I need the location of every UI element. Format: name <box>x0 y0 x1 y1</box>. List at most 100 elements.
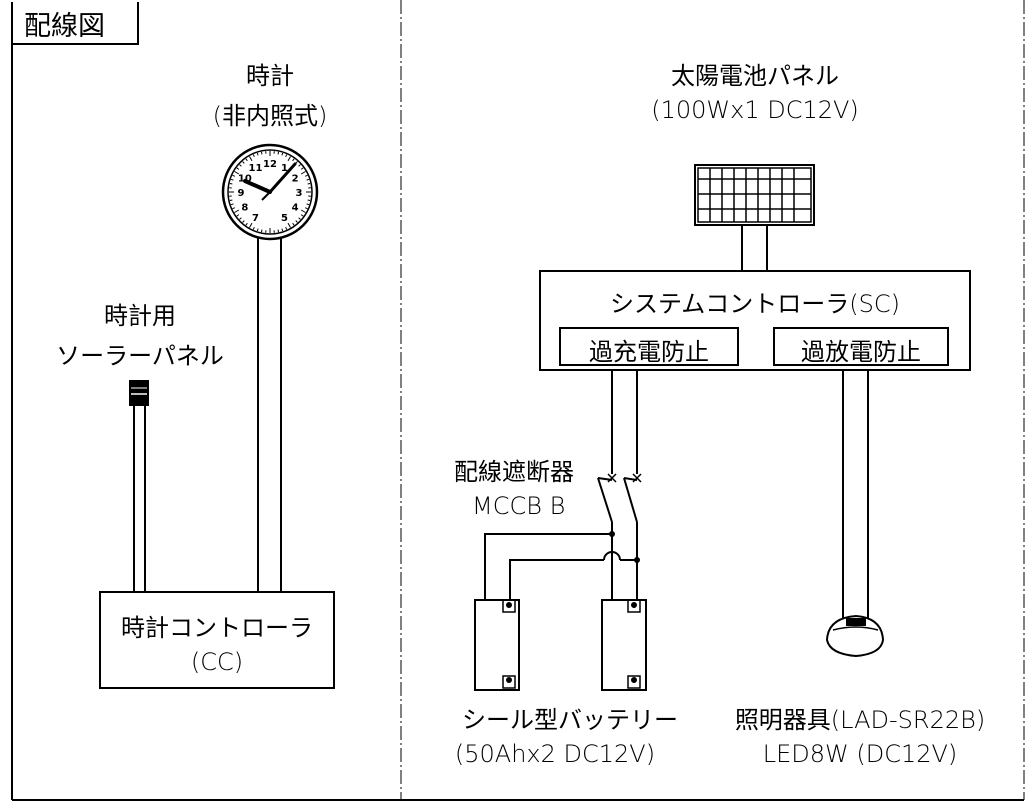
clock-tick <box>229 182 233 185</box>
clock-number: 12 <box>263 159 277 170</box>
clock-solar-label-line2: ソーラーパネル <box>56 342 224 370</box>
battery-1 <box>474 599 520 691</box>
clock-tick <box>307 199 311 202</box>
clock-tick <box>252 226 255 230</box>
clock-tick <box>295 220 298 223</box>
clock-tick <box>300 167 304 170</box>
clock-tick <box>232 207 236 210</box>
clock-tick <box>260 229 263 233</box>
diagram-title: 配線図 <box>24 11 105 42</box>
battery-wire-mid-left <box>509 559 604 600</box>
clock-tick <box>249 222 253 228</box>
overcharge-label: 過充電防止 <box>589 338 709 366</box>
light-spec: LED8W (DC12V) <box>762 740 958 768</box>
clock-tick <box>245 158 248 162</box>
solar-panel-icon <box>694 164 815 226</box>
clock-solar-label-line1: 時計用 <box>104 302 176 330</box>
clock-tick <box>252 154 255 158</box>
breaker-label: 配線遮断器 <box>454 458 574 486</box>
clock-controller-code: (CC) <box>190 648 244 676</box>
junction-dots <box>506 531 640 683</box>
breaker-x-marks <box>607 473 642 483</box>
clock-type-label: (非内照式) <box>212 102 328 130</box>
clock-tick <box>239 164 242 167</box>
breaker-blade-left <box>597 477 613 523</box>
clock-tick <box>232 174 236 177</box>
clock-tick <box>307 182 311 185</box>
overcharge-box <box>559 327 739 366</box>
solar-panel-stand <box>741 223 768 272</box>
battery-terminals <box>502 599 641 689</box>
clock-tick <box>245 222 248 226</box>
clock-tick <box>277 229 280 233</box>
solar-panel-spec: (100Wx1 DC12V) <box>651 96 859 124</box>
clock-tick <box>234 171 240 175</box>
clock-tick <box>298 217 301 220</box>
clock-number: 7 <box>252 213 259 224</box>
clock-tick <box>304 207 308 210</box>
overdischarge-box <box>773 327 949 366</box>
clock-tick <box>277 151 280 155</box>
clock-tick <box>239 217 242 220</box>
clock-tick <box>304 174 308 177</box>
solar-panel-label: 太陽電池パネル <box>671 62 839 90</box>
clock-tick <box>306 178 310 181</box>
clock-number: 3 <box>296 188 303 199</box>
clock-label: 時計 <box>246 62 294 90</box>
clock-tick <box>229 199 233 202</box>
breaker-blade-right <box>623 477 638 523</box>
clock-number: 1 <box>281 163 288 174</box>
clock-tick <box>300 209 306 213</box>
clock-tick <box>281 228 284 232</box>
clock-tick <box>287 156 291 162</box>
clock-tick <box>242 161 245 164</box>
light-fixture-icon <box>825 614 885 658</box>
system-controller-box <box>539 270 971 371</box>
clock-tick <box>292 222 295 226</box>
clock-minute-hand <box>268 162 297 194</box>
clock-controller-label: 時計コントローラ <box>121 614 313 642</box>
battery-wire-top <box>484 533 612 600</box>
system-controller-label: システムコントローラ(SC) <box>610 290 900 318</box>
clock-tick <box>236 214 240 217</box>
clock-hand-tail <box>261 191 271 201</box>
clock-number: 8 <box>241 203 248 214</box>
clock-tick <box>306 203 310 206</box>
clock-tick <box>230 178 234 181</box>
clock-number: 5 <box>281 213 288 224</box>
clock-tick <box>300 214 304 217</box>
breaker-spec: MCCB B <box>472 492 566 520</box>
clock-tick <box>300 171 306 175</box>
wire-crossover <box>603 551 621 561</box>
clock-tick <box>281 152 284 156</box>
clock-tick <box>285 154 288 158</box>
clock-tick <box>298 164 301 167</box>
title-box <box>12 2 139 45</box>
clock-solar-module-icon <box>129 380 149 406</box>
clock-number: 11 <box>249 163 263 174</box>
clock-tick <box>236 167 240 170</box>
clock-tick <box>234 209 240 213</box>
clock-tick <box>242 220 245 223</box>
clock-tick <box>249 156 253 162</box>
clock-controller-box <box>99 591 335 689</box>
clock-tick <box>256 228 259 232</box>
clock-pole <box>257 233 282 593</box>
clock-tick <box>292 158 295 162</box>
clock-tick <box>287 222 291 228</box>
clock-number: 9 <box>238 188 245 199</box>
clock-tick <box>230 203 234 206</box>
clock-tick <box>256 152 259 156</box>
battery-label: シール型バッテリー <box>462 706 678 734</box>
battery-2 <box>601 599 647 691</box>
overdischarge-label: 過放電防止 <box>801 338 921 366</box>
clock-number: 2 <box>292 174 299 185</box>
clock-tick <box>285 226 288 230</box>
light-pole <box>842 369 869 624</box>
clock-number: 10 <box>238 174 252 185</box>
battery-spec: (50Ahx2 DC12V) <box>454 740 656 768</box>
solar-pole <box>133 403 146 593</box>
clock-number: 4 <box>292 203 299 214</box>
